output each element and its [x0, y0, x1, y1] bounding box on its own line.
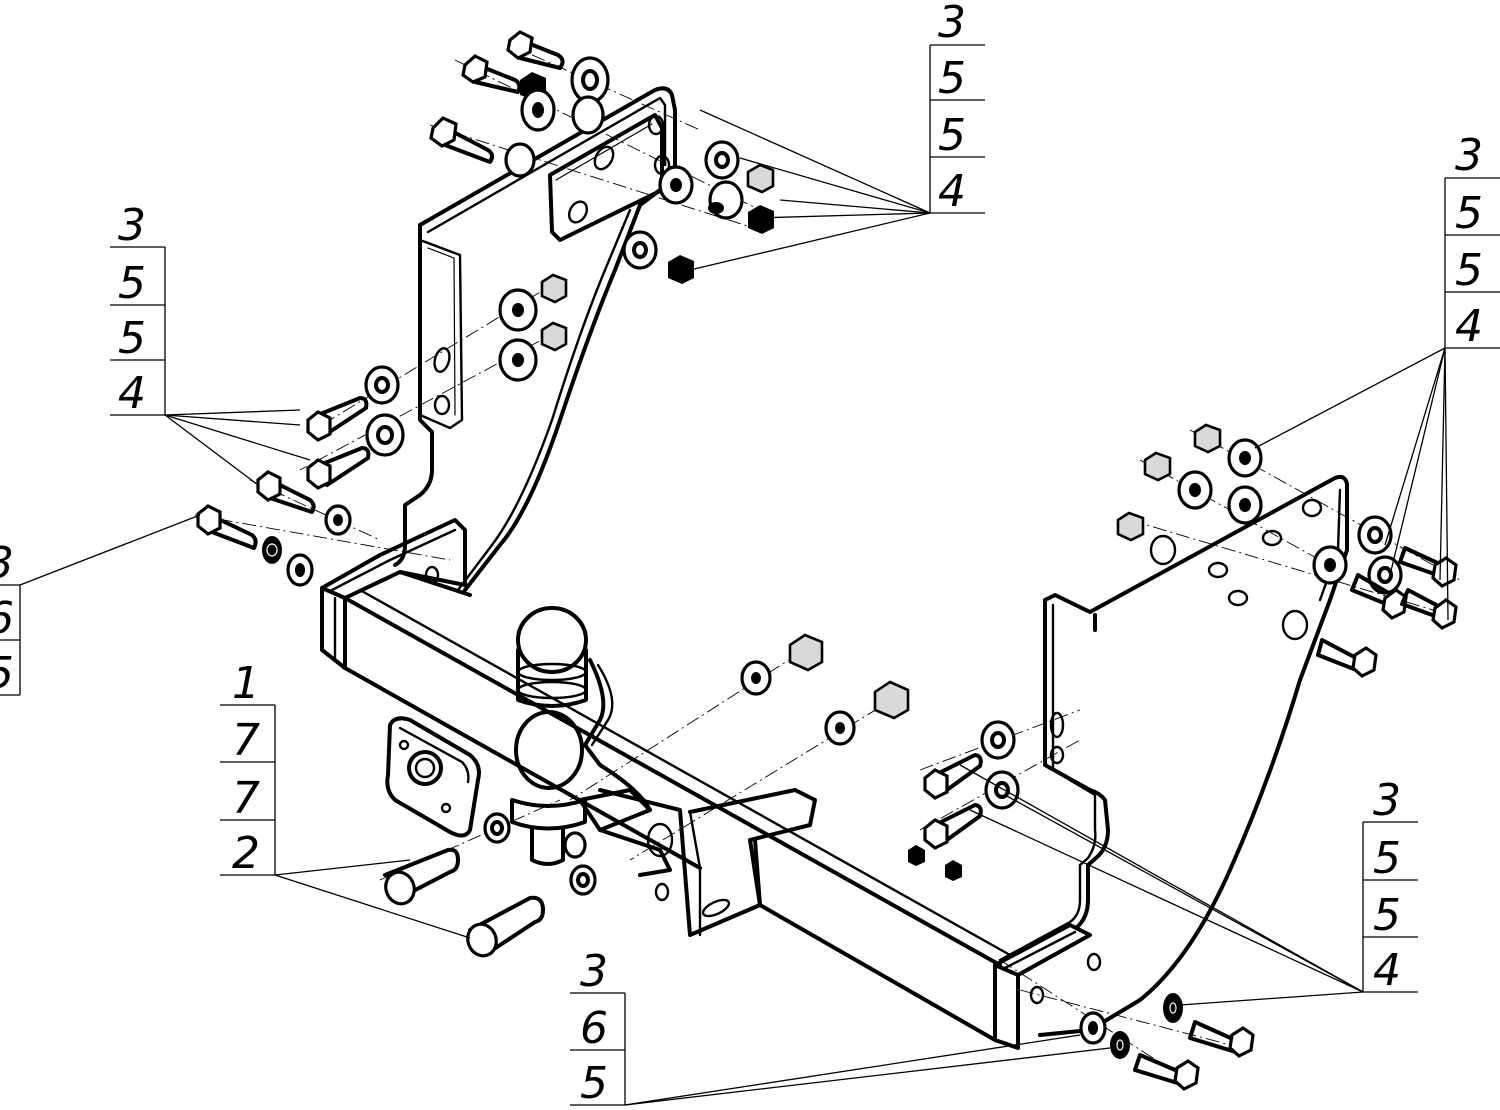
fasteners-top [429, 30, 775, 284]
callout-bottom-center: 3 6 5 [570, 946, 626, 1109]
callout-upper-left: 3 5 5 4 [110, 200, 166, 419]
main-cross-beam [320, 518, 1092, 1050]
fasteners-lower-right [923, 720, 1255, 1091]
callout-top-right-0: 3 [1455, 130, 1483, 181]
callout-ball-mount-1: 7 [232, 715, 260, 766]
callout-far-left: 3 6 5 [0, 538, 21, 699]
ball-mount-bolt-1 [383, 847, 460, 906]
callout-top-right-3: 4 [1455, 301, 1483, 352]
callout-top-center: 3 5 5 4 [929, 0, 985, 217]
callout-lower-right-0: 3 [1373, 775, 1401, 826]
callout-top-right-1: 5 [1455, 188, 1483, 239]
leader-lines [19, 109, 1449, 1106]
callout-far-left-1: 6 [0, 593, 14, 644]
right-mounting-bracket [998, 474, 1349, 1037]
tow-ball-assembly [383, 606, 672, 958]
callout-top-center-2: 5 [938, 110, 966, 161]
callout-top-right-2: 5 [1455, 245, 1483, 296]
callout-lower-right: 3 5 5 4 [1362, 775, 1418, 996]
fasteners-far-left [196, 504, 314, 587]
callout-upper-left-2: 5 [118, 313, 146, 364]
fasteners-right [1116, 423, 1458, 678]
callout-top-center-0: 3 [938, 0, 966, 48]
callout-bottom-center-1: 6 [580, 1003, 608, 1054]
callout-ball-mount: 1 7 7 2 [220, 658, 276, 879]
left-mounting-bracket [393, 86, 677, 592]
callout-top-center-1: 5 [938, 53, 966, 104]
callout-bottom-center-0: 3 [580, 946, 608, 997]
fasteners-upper-left [256, 273, 568, 536]
callout-far-left-0: 3 [0, 538, 14, 589]
callout-lower-right-3: 4 [1373, 945, 1401, 996]
callout-upper-left-0: 3 [118, 200, 146, 251]
callout-upper-left-3: 4 [118, 368, 146, 419]
callout-top-center-3: 4 [938, 166, 966, 217]
fasteners-beam-center [740, 633, 962, 881]
callout-lower-right-1: 5 [1373, 833, 1401, 884]
callout-upper-left-1: 5 [118, 258, 146, 309]
callout-ball-mount-3: 2 [232, 828, 260, 879]
center-lines [194, 44, 1461, 1086]
ball-mount-bolt-2 [466, 895, 545, 958]
callout-ball-mount-2: 7 [232, 773, 260, 824]
callout-far-left-2: 5 [0, 648, 14, 699]
callout-bottom-center-2: 5 [580, 1058, 608, 1109]
callout-ball-mount-0: 1 [232, 658, 260, 709]
callout-top-right: 3 5 5 4 [1444, 130, 1500, 352]
callout-lower-right-2: 5 [1373, 890, 1401, 941]
